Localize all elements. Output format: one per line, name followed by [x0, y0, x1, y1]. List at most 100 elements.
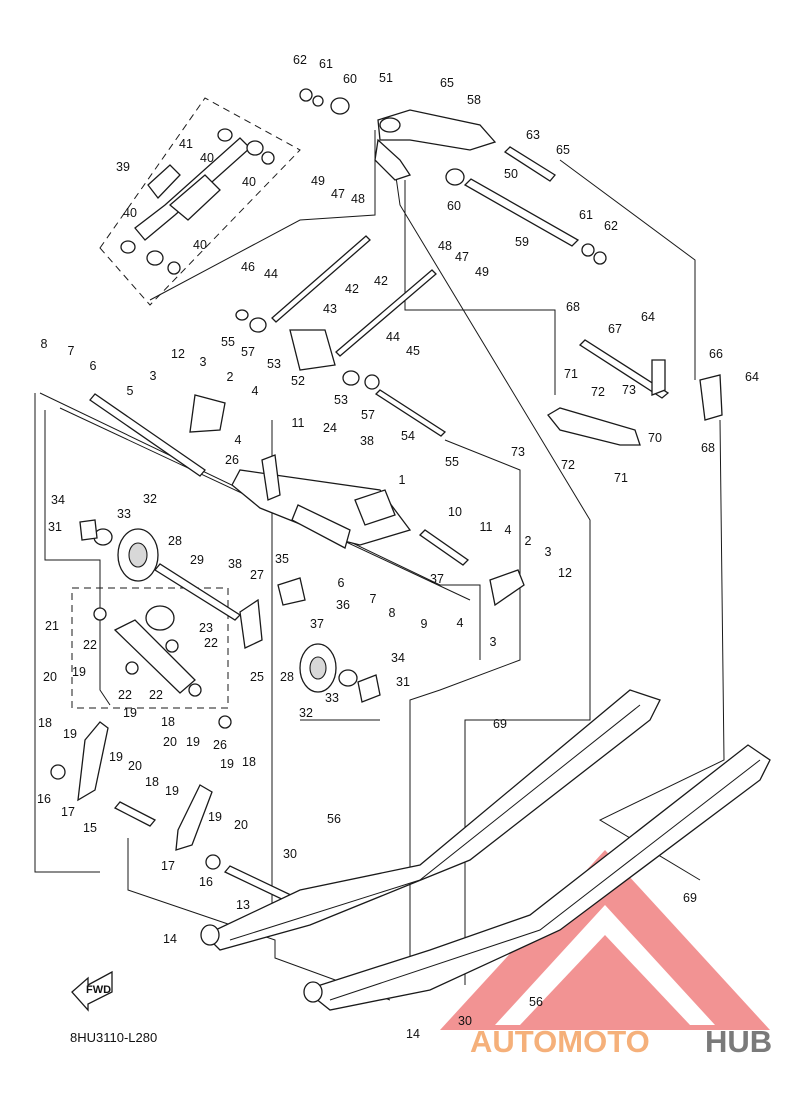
diagram-code: 8HU3110-L280: [70, 1030, 157, 1045]
callout-5: 5: [127, 384, 134, 398]
shafts-upper: [463, 146, 670, 399]
callout-59: 59: [515, 235, 529, 249]
callout-2: 2: [525, 534, 532, 548]
callout-2: 2: [227, 370, 234, 384]
callout-28: 28: [168, 534, 182, 548]
callout-64: 64: [745, 370, 759, 384]
callout-11: 11: [292, 416, 305, 430]
callout-44: 44: [386, 330, 400, 344]
callout-15: 15: [83, 821, 97, 835]
callout-54: 54: [401, 429, 415, 443]
callout-33: 33: [325, 691, 339, 705]
callout-3: 3: [150, 369, 157, 383]
callout-42: 42: [374, 274, 388, 288]
callout-17: 17: [61, 805, 75, 819]
callout-9: 9: [421, 617, 428, 631]
small-linkage: [189, 394, 525, 649]
linkage-rods: [271, 235, 447, 437]
callout-14: 14: [406, 1027, 420, 1041]
callout-25: 25: [250, 670, 264, 684]
callout-6: 6: [338, 576, 345, 590]
callout-47: 47: [331, 187, 345, 201]
callout-17: 17: [161, 859, 175, 873]
callout-73: 73: [622, 383, 636, 397]
callout-7: 7: [370, 592, 377, 606]
callout-19: 19: [220, 757, 234, 771]
callout-51: 51: [379, 71, 393, 85]
callout-19: 19: [165, 784, 179, 798]
callout-43: 43: [323, 302, 337, 316]
callout-24: 24: [323, 421, 337, 435]
callout-56: 56: [529, 995, 543, 1009]
callout-19: 19: [63, 727, 77, 741]
callout-71: 71: [614, 471, 628, 485]
callout-6: 6: [90, 359, 97, 373]
callout-37: 37: [310, 617, 324, 631]
callout-48: 48: [351, 192, 365, 206]
callout-53: 53: [334, 393, 348, 407]
callout-28: 28: [280, 670, 294, 684]
callout-26: 26: [213, 738, 227, 752]
callout-68: 68: [566, 300, 580, 314]
callout-10: 10: [448, 505, 462, 519]
watermark-triangle-core: [520, 935, 690, 1025]
callout-19: 19: [208, 810, 222, 824]
link-bracket: [235, 309, 380, 390]
callout-3: 3: [545, 545, 552, 559]
callout-58: 58: [467, 93, 481, 107]
callout-34: 34: [391, 651, 405, 665]
callout-66: 66: [709, 347, 723, 361]
callout-56: 56: [327, 812, 341, 826]
callout-42: 42: [345, 282, 359, 296]
callout-29: 29: [190, 553, 204, 567]
callout-62: 62: [604, 219, 618, 233]
callout-35: 35: [275, 552, 289, 566]
callout-60: 60: [447, 199, 461, 213]
callout-22: 22: [83, 638, 97, 652]
callout-39: 39: [116, 160, 130, 174]
callout-16: 16: [199, 875, 213, 889]
callout-8: 8: [389, 606, 396, 620]
callout-60: 60: [343, 72, 357, 86]
callout-12: 12: [171, 347, 185, 361]
callout-46: 46: [241, 260, 255, 274]
callout-7: 7: [68, 344, 75, 358]
callout-4: 4: [235, 433, 242, 447]
callout-71: 71: [564, 367, 578, 381]
callout-4: 4: [457, 616, 464, 630]
callout-57: 57: [241, 345, 255, 359]
callout-44: 44: [264, 267, 278, 281]
callout-45: 45: [406, 344, 420, 358]
callout-72: 72: [561, 458, 575, 472]
callout-32: 32: [143, 492, 157, 506]
callout-19: 19: [123, 706, 137, 720]
callout-19: 19: [186, 735, 200, 749]
callout-14: 14: [163, 932, 177, 946]
lower-links: [50, 715, 297, 904]
callout-41: 41: [179, 137, 193, 151]
callout-13: 13: [236, 898, 250, 912]
callout-69: 69: [493, 717, 507, 731]
shock-assembly-front-box: [99, 97, 301, 306]
callout-20: 20: [128, 759, 142, 773]
callout-40: 40: [200, 151, 214, 165]
callout-18: 18: [242, 755, 256, 769]
callout-61: 61: [319, 57, 333, 71]
callout-55: 55: [445, 455, 459, 469]
callout-31: 31: [396, 675, 410, 689]
callout-65: 65: [440, 76, 454, 90]
callout-68: 68: [701, 441, 715, 455]
callout-62: 62: [293, 53, 307, 67]
shock-assembly-rear-box: [71, 587, 229, 709]
long-shafts: [89, 393, 470, 621]
callout-31: 31: [48, 520, 62, 534]
callout-33: 33: [117, 507, 131, 521]
slide-rails: [200, 689, 771, 1011]
callout-4: 4: [252, 384, 259, 398]
rear-shock-absorber: [93, 605, 202, 697]
callout-72: 72: [591, 385, 605, 399]
callout-20: 20: [234, 818, 248, 832]
callout-36: 36: [336, 598, 350, 612]
callout-19: 19: [72, 665, 86, 679]
